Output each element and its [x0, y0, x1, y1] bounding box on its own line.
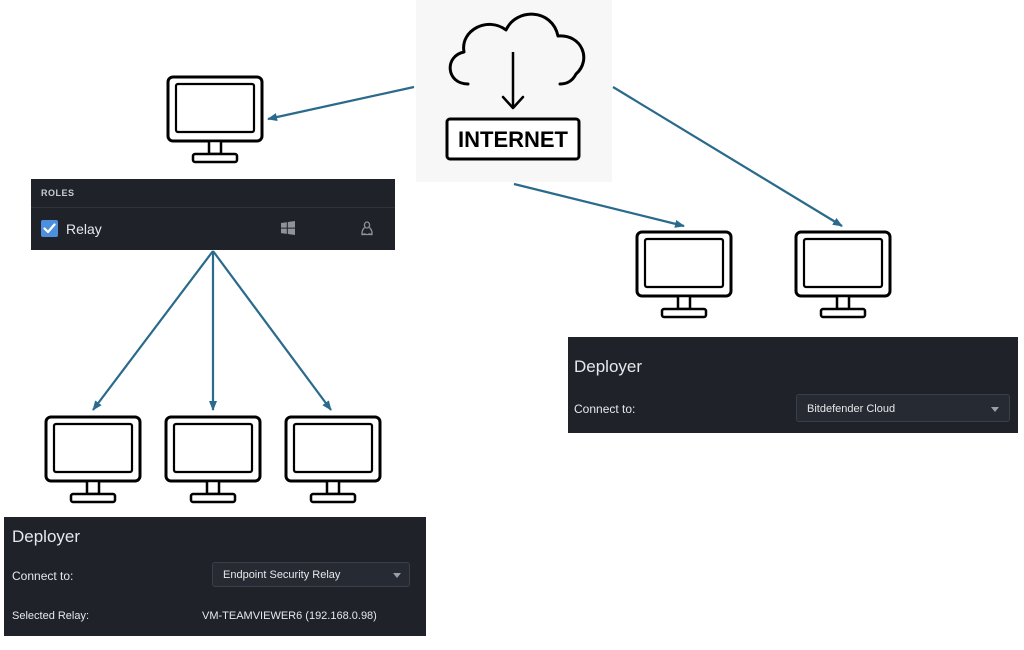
- windows-icon: [281, 221, 295, 240]
- relay-endpoint-computer-icon-3: [284, 415, 382, 504]
- deployer-title: Deployer: [12, 527, 81, 546]
- connect-to-label: Connect to:: [12, 569, 74, 583]
- linux-icon: [361, 221, 373, 241]
- arrow-internet-to-endpoint-2: [612, 86, 843, 227]
- relay-role-row: Relay: [31, 208, 395, 250]
- arrow-relay-to-endpoint-3: [212, 250, 332, 411]
- internet-cloud-icon: INTERNET: [416, 0, 612, 182]
- selected-relay-value: VM-TEAMVIEWER6 (192.168.0.98): [202, 610, 377, 622]
- roles-header: ROLES: [31, 179, 395, 208]
- connect-to-label: Connect to:: [574, 402, 636, 416]
- arrow-internet-to-relay: [267, 85, 415, 121]
- connect-to-value: Bitdefender Cloud: [807, 403, 896, 415]
- connect-to-dropdown[interactable]: Endpoint Security Relay: [212, 562, 410, 587]
- relay-computer-icon: [166, 75, 264, 164]
- relay-checkbox[interactable]: [41, 220, 58, 237]
- deployer-panel-cloud: Deployer Connect to: Bitdefender Cloud: [568, 337, 1018, 433]
- arrow-internet-to-endpoint-1: [513, 182, 685, 228]
- checkmark-icon: [43, 223, 56, 234]
- deployer-title: Deployer: [574, 357, 643, 376]
- deployer-panel-relay: Deployer Connect to: Endpoint Security R…: [4, 517, 426, 636]
- selected-relay-label: Selected Relay:: [12, 610, 90, 622]
- internet-label: INTERNET: [458, 127, 569, 152]
- relay-role-label: Relay: [66, 221, 102, 237]
- chevron-down-icon: [393, 573, 401, 578]
- relay-endpoint-computer-icon-2: [164, 415, 262, 504]
- connect-to-dropdown[interactable]: Bitdefender Cloud: [796, 394, 1010, 422]
- roles-panel: ROLES Relay: [31, 179, 395, 250]
- connect-to-value: Endpoint Security Relay: [223, 569, 341, 581]
- chevron-down-icon: [991, 407, 999, 412]
- relay-endpoint-computer-icon-1: [44, 415, 142, 504]
- cloud-endpoint-computer-icon-2: [794, 230, 892, 319]
- cloud-endpoint-computer-icon-1: [635, 230, 733, 319]
- arrow-relay-to-endpoint-1: [92, 250, 214, 411]
